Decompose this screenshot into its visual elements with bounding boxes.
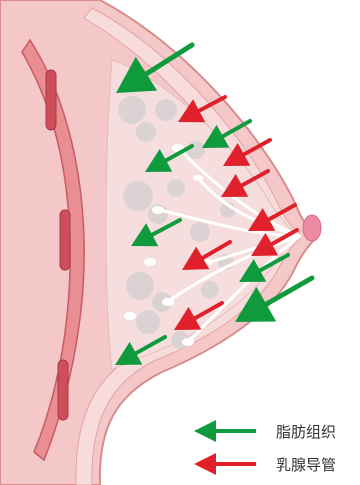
legend-item-fat: 脂肪组织 bbox=[190, 418, 336, 444]
nipple bbox=[303, 215, 321, 241]
legend-item-duct: 乳腺导管 bbox=[190, 451, 336, 477]
legend-label-fat: 脂肪组织 bbox=[276, 421, 336, 442]
legend-duct-arrow-icon bbox=[190, 451, 258, 477]
legend-label-duct: 乳腺导管 bbox=[276, 454, 336, 475]
legend-fat-arrow-icon bbox=[190, 418, 258, 444]
